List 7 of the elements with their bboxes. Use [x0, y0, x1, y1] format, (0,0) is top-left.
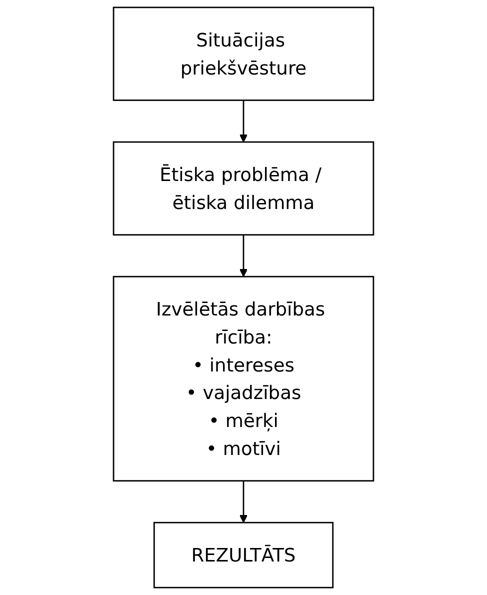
arrow: [239, 480, 248, 523]
node-box: REZULTĀTS: [153, 522, 334, 588]
node-box: Ētiska problēma / ētiska dilemma: [112, 141, 374, 236]
node-box: Situācijas priekšvēsture: [112, 6, 374, 101]
node-box: Izvēlētās darbības rīcība: • intereses • vajadzības • mērķi • motīvi: [112, 276, 374, 482]
arrow: [239, 100, 248, 142]
arrow: [239, 234, 248, 277]
